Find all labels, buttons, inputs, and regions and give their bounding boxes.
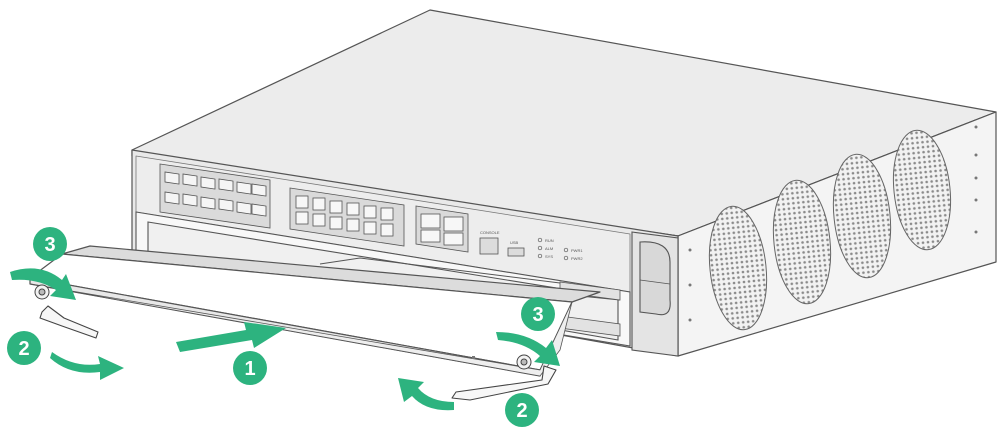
rj45-port-icon [200,176,216,190]
console-port: CONSOLE [479,230,500,255]
rj45-port-icon [164,191,180,205]
arrow-icon [10,268,76,300]
svg-text:CONSOLE: CONSOLE [480,230,500,235]
interface-card [29,245,601,377]
rj45-port-icon [182,173,198,187]
ejector-lever-icon [39,305,99,339]
svg-text:1: 1 [244,358,255,380]
rj45-port-icon [164,171,180,185]
usb-port: USB [507,240,525,257]
usb-port-icon [507,247,525,257]
fan-vents [708,129,952,331]
svg-text:3: 3 [532,304,543,326]
sfp-port-icon [380,207,394,221]
svg-text:PWR1: PWR1 [571,248,583,253]
combo-port-block [415,205,469,253]
rj45-port-block [159,163,271,229]
sfp-port-block [289,187,405,247]
ejector-lever-right[interactable] [451,365,557,401]
arrow-icon [176,322,286,352]
sfp-port-icon [295,195,309,209]
rj45-port-icon [251,203,267,217]
fan-vent-icon [892,129,952,251]
ejector-lever-icon [451,365,557,401]
side-screws [688,125,978,322]
svg-text:3: 3 [44,234,55,256]
fan-vent-icon [772,179,832,305]
ejector-lever-left[interactable] [39,305,99,339]
sfp-port-icon [363,221,377,235]
svg-text:SYS: SYS [545,254,553,259]
arrow-icon [496,332,560,366]
power-module [623,231,679,357]
svg-text:2: 2 [18,338,29,360]
rj45-port-icon [200,196,216,210]
rj45-port-icon [182,193,198,207]
arrow-icon [398,378,454,411]
fan-vent-icon [708,205,768,331]
console-port-icon [479,237,499,255]
step-badge-1: 1 [233,351,267,385]
svg-text:RUN: RUN [545,238,554,243]
thumbscrew-left[interactable] [34,284,50,300]
thumbscrew-right[interactable] [516,354,532,370]
sfp-port-icon [346,202,360,216]
svg-text:PWR2: PWR2 [571,256,583,261]
sfp-port-icon [329,200,343,214]
rj45-port-icon [236,181,252,195]
sfp-port-icon [312,197,326,211]
rj45-port-icon [218,198,234,212]
fan-vent-icon [832,153,892,279]
rj45-port-icon [236,201,252,215]
step-badge-2-left: 2 [7,331,41,365]
motion-arrows [10,268,560,411]
rj45-port-icon [218,178,234,192]
sfp-port-icon [312,213,326,227]
svg-text:USB: USB [510,240,519,245]
svg-text:ALM: ALM [545,246,553,251]
sfp-port-icon [363,205,377,219]
step-badge-3-right: 3 [521,297,555,331]
sfp-port-icon [329,216,343,230]
sfp-port-icon [346,218,360,232]
arrow-icon [50,352,124,380]
sfp-port-icon [295,211,309,225]
step-badge-3-left: 3 [33,227,67,261]
sfp-port-icon [380,223,394,237]
svg-text:2: 2 [516,400,527,422]
step-badge-2-right: 2 [505,393,539,427]
rj45-port-icon [251,183,267,197]
status-leds: RUN ALM SYS PWR1 PWR2 [537,237,583,261]
